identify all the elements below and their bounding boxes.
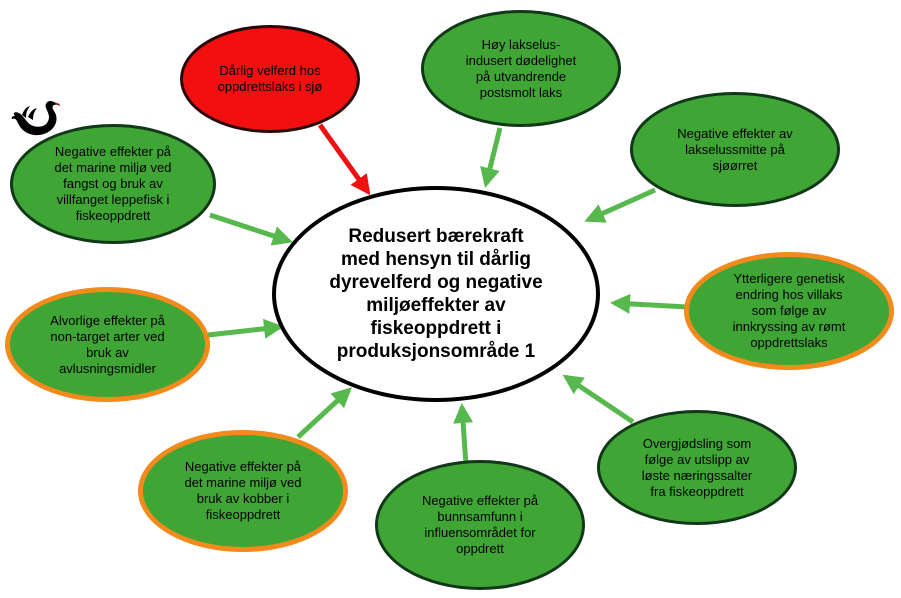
arrow-benthic-effects	[453, 403, 474, 466]
arrow-lice-sea-trout	[584, 187, 657, 223]
node-cleaner-fish: Negative effekter på det marine miljø ve…	[10, 124, 216, 244]
arrow-eutrophication	[562, 374, 635, 425]
arrow-copper-effects	[296, 387, 352, 439]
node-lice-sea-trout: Negative effekter av lakselussmitte på s…	[630, 92, 840, 207]
node-genetic-change: Ytterligere genetisk endring hos villaks…	[684, 252, 894, 370]
arrow-delousing-agents	[207, 318, 284, 339]
node-benthic-effects: Negative effekter på bunnsamfunn i influ…	[375, 460, 585, 590]
node-delousing-agents: Alvorlige effekter på non-target arter v…	[5, 287, 210, 402]
node-salmon-lice-mortality: Høy lakselus- indusert dødelighet på utv…	[421, 10, 621, 127]
black-swan-icon	[11, 100, 61, 136]
arrow-fish-welfare	[317, 123, 371, 196]
arrow-cleaner-fish	[209, 212, 293, 246]
node-eutrophication: Overgjødsling som følge av utslipp av lø…	[597, 410, 797, 525]
node-copper-effects: Negative effekter på det marine miljø ve…	[138, 430, 348, 552]
center-node: Redusert bærekraft med hensyn til dårlig…	[272, 186, 600, 402]
arrow-salmon-lice-mortality	[480, 127, 503, 188]
arrow-genetic-change	[610, 293, 689, 314]
node-fish-welfare: Dårlig velferd hos oppdrettslaks i sjø	[180, 25, 360, 133]
